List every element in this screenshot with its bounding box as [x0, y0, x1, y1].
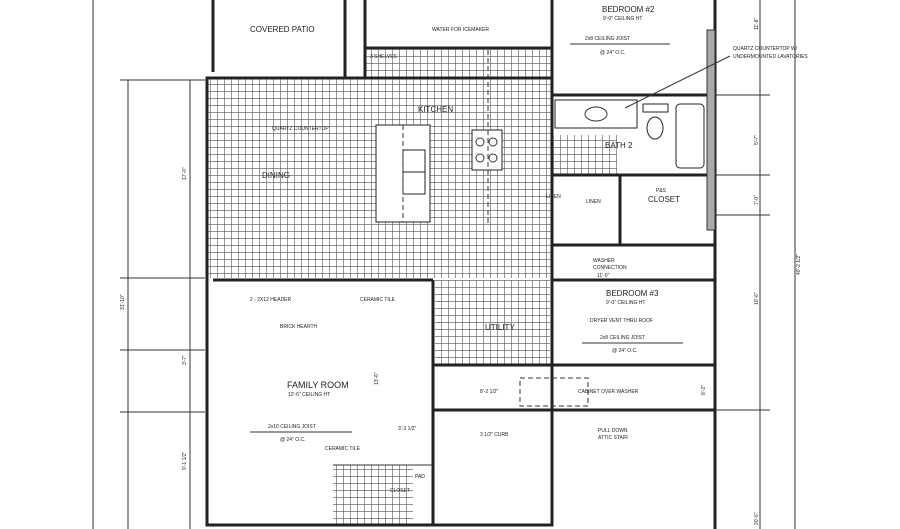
linen-label-2: LINEN [586, 199, 601, 205]
left-dimension-lines [92, 0, 205, 529]
dim-right-bath: 5'-7" [754, 135, 760, 145]
attic-label: PULL DOWN [598, 428, 628, 434]
walls [205, 0, 717, 529]
brick-hearth-label: BRICK HEARTH [280, 324, 318, 330]
dim-right-bottom: 20'-6" [754, 512, 760, 525]
kitchen-island [375, 124, 431, 223]
dim-right-closet: 7'-0" [754, 195, 760, 205]
quartz-lav-label: QUARTZ COUNTERTOP W/ [733, 46, 798, 52]
closet-label-2: CLOSET [390, 488, 410, 494]
dim-garage-width: 8'-2 1/2" [480, 389, 499, 395]
covered-patio-label: COVERED PATIO [250, 25, 315, 34]
ceramic-tile-label-1: CERAMIC TILE [360, 297, 396, 303]
island-quartz-label: QUARTZ COUNTERTOP [272, 126, 329, 132]
bedroom3-label: BEDROOM #3 [606, 289, 659, 298]
utility-label: UTILITY [485, 323, 515, 332]
bedroom2-joist: 2x8 CEILING JOIST [585, 36, 630, 42]
dim-left-dining: 17'-0" [182, 167, 188, 180]
bedroom3-oc: @ 24" O.C. [612, 348, 637, 354]
ceramic-tile-label-2: CERAMIC TILE [325, 446, 361, 452]
dim-right-bed2: 11'-8" [754, 17, 760, 30]
cabinet-label: CABINET OVER WASHER [578, 389, 639, 395]
ps-label: P&S [656, 188, 667, 194]
dim-hall-width: 3'-3 1/2" [398, 426, 417, 432]
pad-label: PAD [415, 474, 425, 480]
shelves-label: 3 SHELVES [370, 54, 398, 60]
bath2-label: BATH 2 [605, 141, 633, 150]
dim-left-mid: 3'-7" [182, 355, 188, 365]
right-dimension-lines [715, 0, 796, 529]
bedroom2-ceiling: 9'-0" CEILING HT [603, 16, 642, 22]
bedroom3-ceiling: 9'-0" CEILING HT [606, 300, 645, 306]
family-oc: @ 24" O.C. [280, 437, 305, 443]
header-label: 2 - 2X12 HEADER [250, 297, 292, 303]
kitchen-label: KITCHEN [418, 105, 453, 114]
attic-label-2: ATTIC STAIR [598, 435, 628, 441]
dim-family-depth: 13'-6" [374, 372, 380, 385]
dim-right-bed3: 10'-6" [754, 292, 760, 305]
quartz-lav-label-2: UNDERMOUNTED LAVATORIES [733, 54, 808, 60]
dining-label: DINING [262, 171, 290, 180]
dim-left-overall: 31'-10" [120, 294, 126, 310]
family-ceiling: 12'-6" CEILING HT [288, 392, 330, 398]
closet-label: CLOSET [648, 195, 680, 204]
water-icemaker-label: WATER FOR ICEMAKER [432, 27, 489, 33]
linen-label-1: LINEN [546, 194, 561, 200]
family-joist: 2x10 CEILING JOIST [268, 424, 316, 430]
bath-fixtures [554, 99, 705, 169]
cooktop [471, 50, 503, 225]
family-room-label: FAMILY ROOM [287, 380, 349, 390]
dim-garage-depth: 8'-2" [701, 385, 707, 395]
dim-right-overall: 40'-2 1/2" [796, 254, 802, 275]
bedroom3-joist: 2x8 CEILING JOIST [600, 335, 645, 341]
bedroom2-oc: @ 24" O.C. [600, 50, 625, 56]
cabinet-outline [519, 377, 589, 407]
dim-washer: 11'-0" [597, 273, 610, 279]
curb-label: 3 1/2" CURB [480, 432, 509, 438]
bedroom2-label: BEDROOM #2 [602, 5, 655, 14]
dim-left-family: 9'-1 1/2" [182, 451, 188, 470]
washer-label: WASHER [593, 258, 615, 264]
dryer-vent-label: DRYER VENT THRU ROOF [590, 318, 653, 324]
washer-connection-label: CONNECTION [593, 265, 627, 271]
